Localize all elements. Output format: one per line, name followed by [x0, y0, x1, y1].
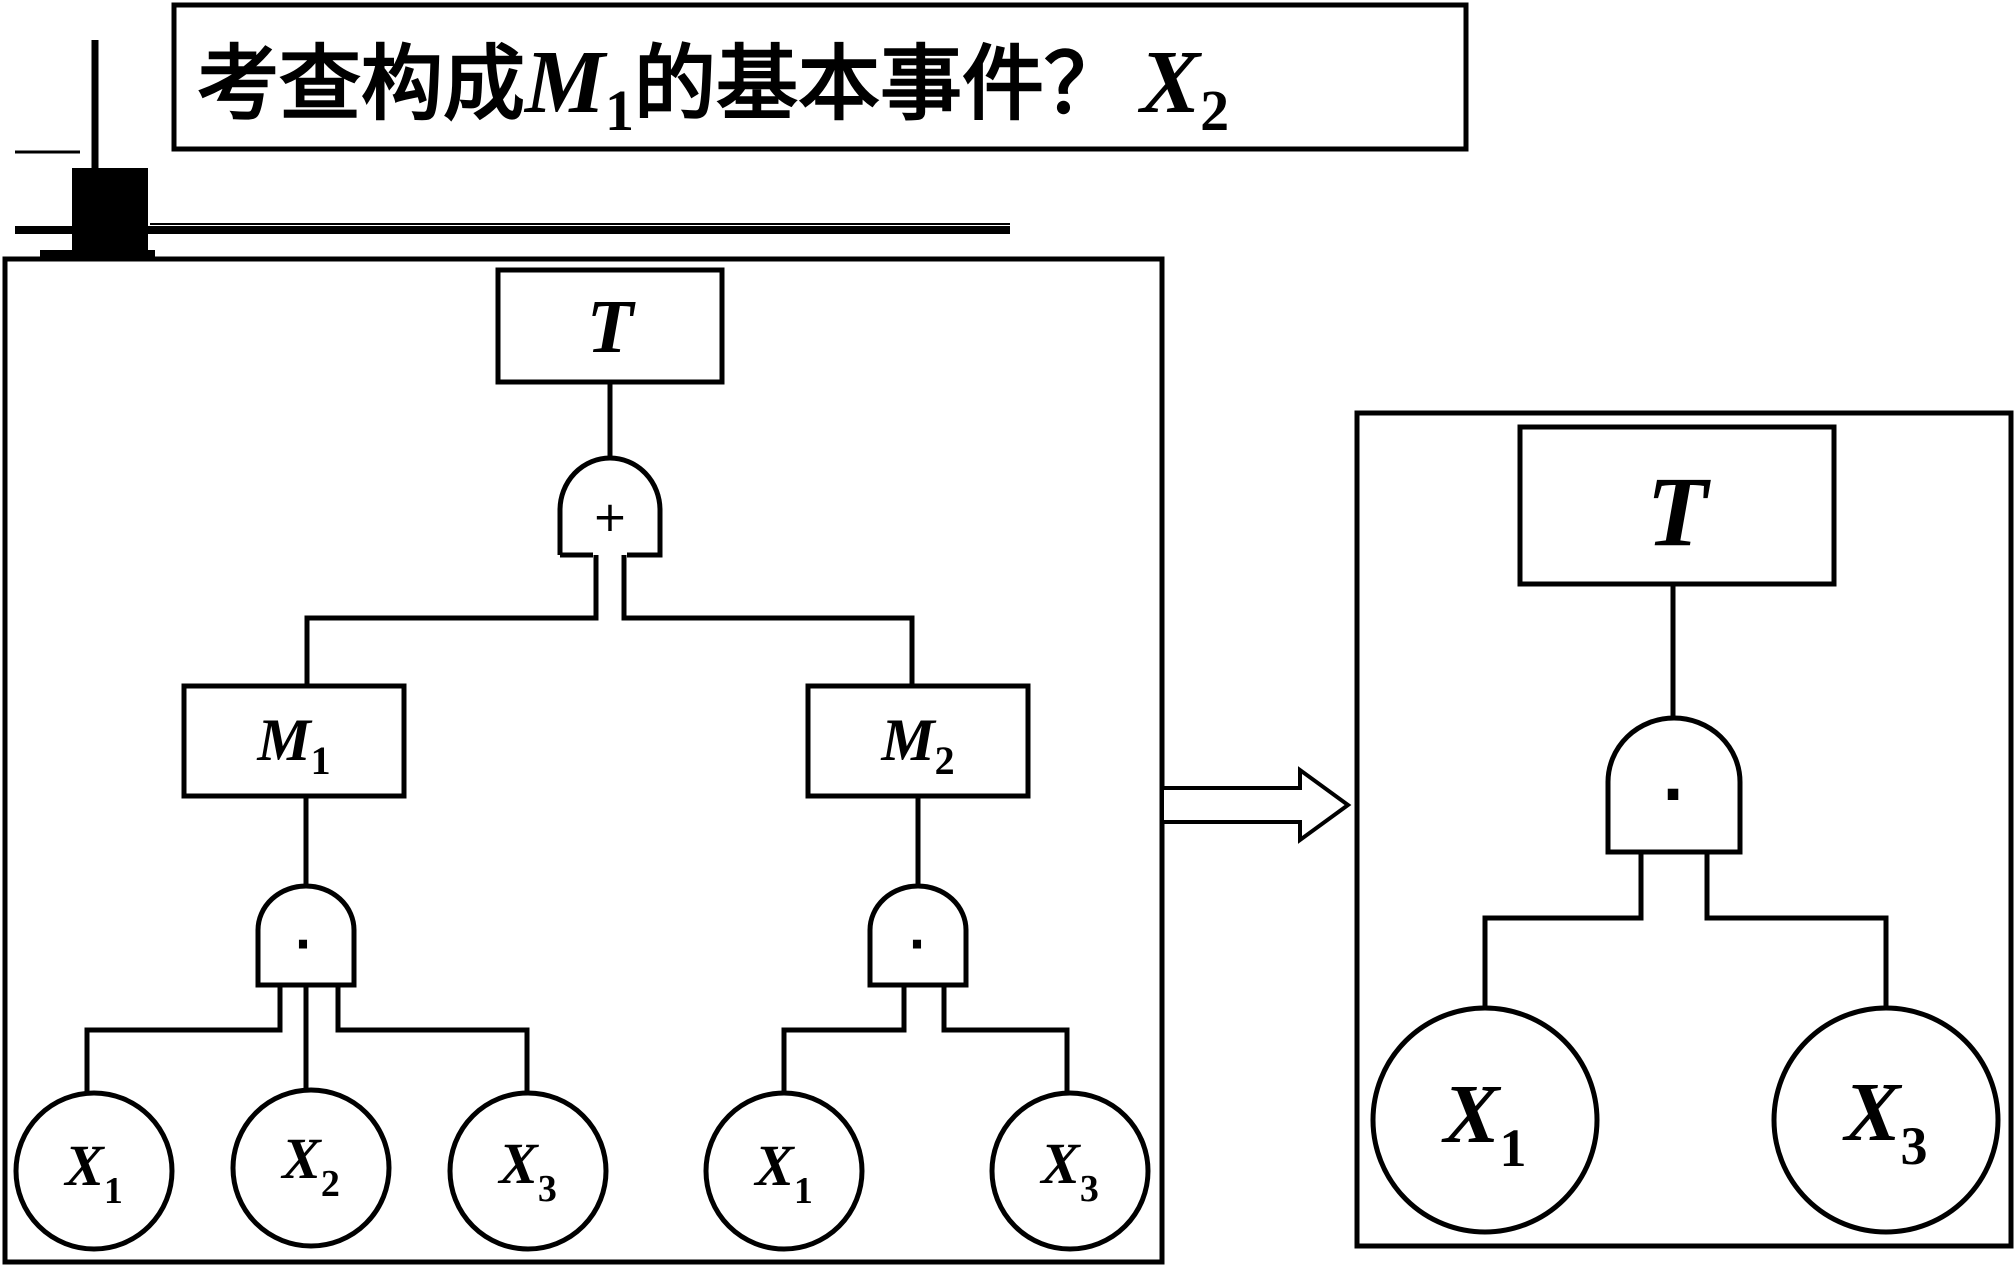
left-top-event: T [495, 267, 725, 385]
svg-text:M2: M2 [880, 707, 954, 783]
or-gate-symbol: + [592, 492, 627, 541]
basic-event-x1: X1 [13, 1090, 175, 1252]
connector [621, 555, 915, 686]
question-banner: 考查构成M1的基本事件？X2 [171, 2, 1469, 152]
right-arrow-icon [1160, 766, 1352, 844]
m1-intermediate-event: M1 [181, 683, 407, 799]
question-var-b: X [1137, 33, 1202, 132]
svg-text:X3: X3 [497, 1131, 557, 1210]
basic-event-x1: X1 [703, 1090, 865, 1252]
svg-text:M1: M1 [256, 707, 330, 783]
connector [1704, 852, 1889, 1010]
m2-and-gate: · [867, 883, 969, 988]
basic-event-x3: X3 [1771, 1005, 2001, 1235]
m2-sub: 2 [935, 738, 955, 783]
connector [335, 985, 530, 1093]
question-var-b-sub: 2 [1200, 78, 1229, 143]
basic-event-x3: X3 [447, 1090, 609, 1252]
right-top-event: T [1517, 424, 1837, 587]
connector [781, 985, 907, 1093]
m2-intermediate-event: M2 [805, 683, 1031, 799]
svg-text:X3: X3 [1039, 1131, 1099, 1210]
m1-label: M [256, 707, 313, 773]
m1-and-gate-symbol: · [294, 917, 311, 971]
svg-text:X3: X3 [1841, 1066, 1927, 1176]
left-top-event-label: T [587, 285, 636, 369]
m1-and-gate: · [255, 883, 357, 988]
connector [941, 985, 1070, 1093]
m2-label: M [880, 707, 937, 773]
question-text-b: 的基本事件？ [634, 37, 1126, 132]
basic-event-x2: X2 [230, 1087, 392, 1249]
connector [84, 985, 283, 1093]
svg-text:X1: X1 [1440, 1068, 1526, 1178]
connector [304, 555, 599, 686]
question-var-a: M [523, 33, 608, 132]
left-or-gate: + [557, 455, 663, 558]
question-text-a: 考查构成 [197, 37, 525, 132]
right-top-event-label: T [1646, 456, 1711, 567]
m2-and-gate-symbol: · [908, 917, 925, 971]
svg-text:X1: X1 [63, 1133, 123, 1212]
connector [1482, 852, 1644, 1010]
right-and-gate: · [1605, 715, 1743, 855]
question-var-a-sub: 1 [605, 78, 634, 143]
m1-sub: 1 [311, 738, 331, 783]
svg-text:X1: X1 [753, 1133, 813, 1212]
basic-event-x1: X1 [1370, 1005, 1600, 1235]
right-and-gate-symbol: · [1662, 760, 1685, 830]
basic-event-x3: X3 [989, 1090, 1151, 1252]
svg-text:考查构成M1的基本事件？X2: 考查构成M1的基本事件？X2 [197, 33, 1229, 143]
svg-text:X2: X2 [280, 1126, 340, 1205]
